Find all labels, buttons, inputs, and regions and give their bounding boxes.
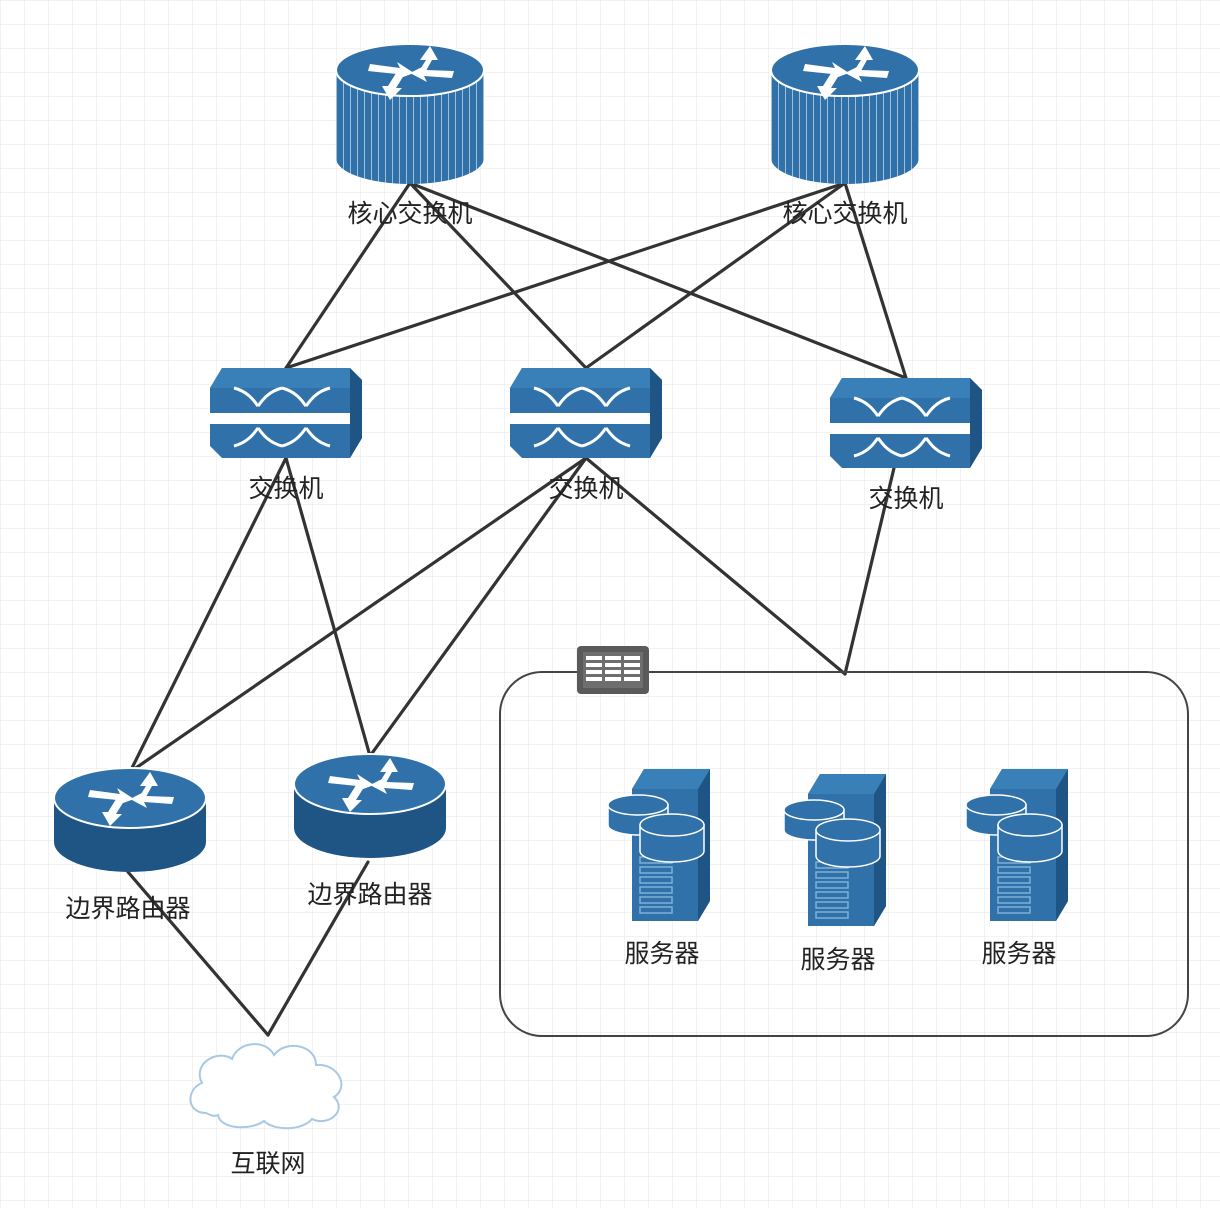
core-switch-1-label: 核心交换机 (347, 199, 472, 228)
internet-label: 互联网 (230, 1149, 305, 1178)
link-core2-sw1 (284, 181, 847, 370)
server-group[interactable] (499, 646, 1189, 1037)
switch-3-label: 交换机 (868, 484, 943, 513)
link-core1-sw1 (284, 181, 412, 370)
links (126, 181, 908, 1037)
cloud-icon (189, 1043, 343, 1130)
server-rack-group-icon (577, 646, 649, 694)
link-core1-sw2 (408, 181, 588, 370)
server-1[interactable] (607, 769, 710, 921)
layer3-switch-icon (510, 368, 662, 458)
switch-2-label: 交换机 (548, 474, 623, 503)
link-sw1-edge2 (284, 456, 372, 758)
link-sw2-servers (584, 456, 847, 676)
edge-router-1-label: 边界路由器 (65, 894, 190, 923)
core-switch-2[interactable] (770, 43, 920, 184)
edge-router-2[interactable] (293, 753, 447, 858)
core-router-icon (335, 43, 485, 184)
edge-router-1[interactable] (53, 767, 207, 872)
core-switch-1[interactable] (335, 43, 485, 184)
labels: 核心交换机 核心交换机 交换机 交换机 交换机 边界路由器 边界路由器 服务器 … (65, 199, 1056, 1178)
switch-2[interactable] (510, 368, 662, 458)
router-icon (53, 767, 207, 872)
server-2-label: 服务器 (800, 945, 875, 974)
router-icon (293, 753, 447, 858)
link-sw2-edge1 (128, 456, 588, 774)
server-group-frame (499, 671, 1189, 1037)
layer3-switch-icon (830, 378, 982, 468)
switch-1[interactable] (210, 368, 362, 458)
server-2[interactable] (783, 774, 886, 926)
link-sw3-servers (843, 466, 896, 676)
internet-cloud[interactable] (189, 1043, 343, 1130)
server-3[interactable] (965, 769, 1068, 921)
server-icon (965, 769, 1068, 921)
switch-3[interactable] (830, 378, 982, 468)
layer3-switch-icon (210, 368, 362, 458)
server-icon (783, 774, 886, 926)
link-edge2-internet (266, 860, 370, 1037)
link-core2-sw3 (843, 181, 908, 380)
core-router-icon (770, 43, 920, 184)
switch-1-label: 交换机 (248, 474, 323, 503)
link-sw1-edge1 (128, 456, 288, 774)
server-3-label: 服务器 (981, 939, 1056, 968)
link-core1-sw3 (408, 181, 908, 380)
link-sw2-edge2 (368, 456, 588, 758)
link-core2-sw2 (584, 181, 847, 370)
link-edge1-internet (126, 870, 270, 1037)
server-icon (607, 769, 710, 921)
core-switch-2-label: 核心交换机 (782, 199, 907, 228)
edge-router-2-label: 边界路由器 (307, 880, 432, 909)
server-1-label: 服务器 (624, 939, 699, 968)
